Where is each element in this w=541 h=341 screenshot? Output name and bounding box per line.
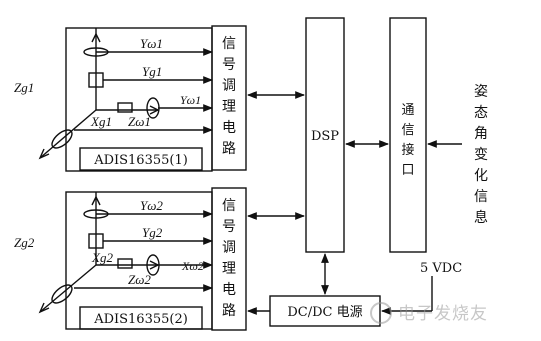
upper-conditioner-char: 号 [222,57,236,73]
lower-conditioner-char: 电 [222,282,236,298]
attitude-info-char: 化 [474,168,488,184]
lower-chip-label: ADIS16355(2) [93,312,188,327]
lower-conditioner-char: 信 [222,198,236,214]
lower-z-accel-box [117,258,133,269]
lower-x-omega-ring [51,284,73,304]
comm-interface-box [389,17,427,253]
upper-z-omega-label: Zω1 [128,114,151,129]
comm-interface-char: 通 [401,103,414,118]
upper-chip-label: ADIS16355(1) [93,153,188,168]
comm-interface-char: 口 [401,163,414,178]
attitude-info-char: 变 [474,147,488,163]
lower-signal-conditioner-box [211,187,247,331]
upper-conditioner-char: 电 [222,120,236,136]
lower-y-g-label: Yg2 [142,225,163,240]
lower-z-axis-label: Zg2 [14,235,35,250]
upper-y-omega-short-label: Yω1 [180,93,201,107]
upper-z-accel-box [117,102,133,113]
upper-conditioner-char: 调 [222,78,236,94]
upper-y-omega-label: Yω1 [140,36,163,51]
attitude-info-char: 息 [474,209,488,226]
power-supply-label: DC/DC 电源 [287,305,362,320]
upper-x-axis-label: Xg1 [90,114,112,129]
lower-x-axis-label: Xg2 [91,250,113,265]
comm-interface-char: 信 [401,123,414,138]
upper-signal-conditioner-box [211,25,247,171]
lower-chip-label-box [79,306,203,330]
lower-conditioner-char: 号 [222,219,236,235]
upper-conditioner-char: 信 [222,36,236,52]
dsp-label: DSP [311,129,339,144]
upper-conditioner-char: 理 [222,99,236,115]
power-input-label: 5 VDC [420,261,462,276]
attitude-info-char: 信 [474,189,488,205]
lower-z-omega-label: Zω2 [128,272,151,287]
attitude-info-char: 姿 [474,84,488,100]
watermark-logo-icon [370,302,392,324]
attitude-info-char: 角 [474,126,488,142]
lower-y-omega-label: Yω2 [140,198,163,213]
upper-x-omega-ring [51,129,73,149]
upper-sensor-module [38,27,213,172]
upper-y-g-label: Yg1 [142,64,162,79]
lower-conditioner-char: 路 [222,303,236,319]
dsp-box [305,17,345,253]
comm-interface-char: 接 [401,142,414,158]
watermark-text: 电子发烧友 [398,304,488,324]
attitude-info-char: 态 [474,105,488,121]
upper-conditioner-char: 路 [222,141,236,157]
lower-x-omega-label: Xω2 [181,259,204,273]
upper-chip-label-box [79,147,203,171]
watermark: 电子发烧友 [368,294,538,334]
upper-z-axis-label: Zg1 [14,80,34,95]
lower-conditioner-char: 调 [222,240,236,256]
lower-conditioner-char: 理 [222,261,236,277]
